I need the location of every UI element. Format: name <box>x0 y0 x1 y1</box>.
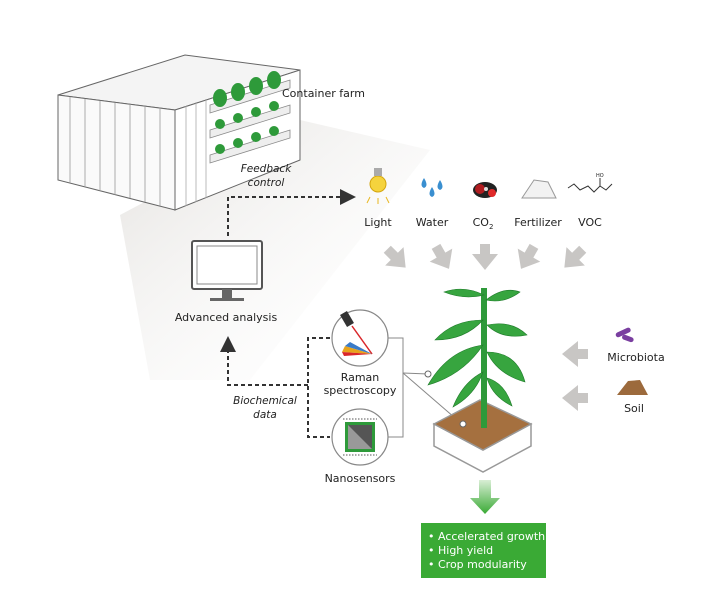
light-bulb-icon <box>366 168 390 204</box>
outcomes-box <box>421 523 546 578</box>
arrow-water <box>429 243 453 269</box>
voc-molecule-icon: HO <box>567 173 613 193</box>
microbiota-label: Microbiota <box>607 351 664 364</box>
nanosensors-label: Nanosensors <box>325 472 396 485</box>
input-label-fertilizer: Fertilizer <box>514 216 562 229</box>
output-arrow <box>470 480 500 514</box>
monitor-icon <box>191 240 263 301</box>
advanced-analysis-label: Advanced analysis <box>175 311 278 324</box>
feedback-label-1: Feedback <box>241 163 292 175</box>
raman-icon <box>331 309 389 367</box>
input-label-voc: VOC <box>578 216 602 229</box>
input-label-co2: CO2 <box>473 216 494 231</box>
arrow-microbiota <box>562 341 588 367</box>
outcome-2: • High yield <box>428 544 493 557</box>
arrow-fertilizer <box>517 243 541 269</box>
microbe-icon <box>615 327 634 343</box>
feedback-arrow <box>227 189 356 236</box>
arrow-soil <box>562 385 588 411</box>
raman-label-1: Raman <box>341 371 380 384</box>
biochemical-label-2: data <box>253 409 277 421</box>
biochemical-data-arrow <box>220 336 330 438</box>
input-arrows <box>383 243 588 411</box>
biochemical-label-1: Biochemical <box>233 395 297 407</box>
arrow-co2 <box>472 244 498 270</box>
raman-label-2: spectroscopy <box>324 384 397 397</box>
arrow-voc <box>564 245 587 268</box>
container-farm-label: Container farm <box>282 87 365 100</box>
voc-ho-glyph: HO <box>596 173 604 179</box>
soil-pile-icon <box>617 380 648 395</box>
container-farm-icon <box>57 54 301 211</box>
arrow-light <box>383 245 406 268</box>
plant-icon <box>424 288 528 428</box>
feedback-label-2: control <box>248 177 285 189</box>
soil-label: Soil <box>624 402 644 415</box>
input-label-water: Water <box>416 216 449 229</box>
fertilizer-pile-icon <box>521 179 557 199</box>
water-drops-icon <box>421 178 443 197</box>
outcome-1: • Accelerated growth <box>428 530 545 543</box>
co2-molecule-icon <box>473 182 497 198</box>
input-label-light: Light <box>364 216 392 229</box>
nanosensor-chip-icon <box>331 408 389 466</box>
outcome-3: • Crop modularity <box>428 558 527 571</box>
